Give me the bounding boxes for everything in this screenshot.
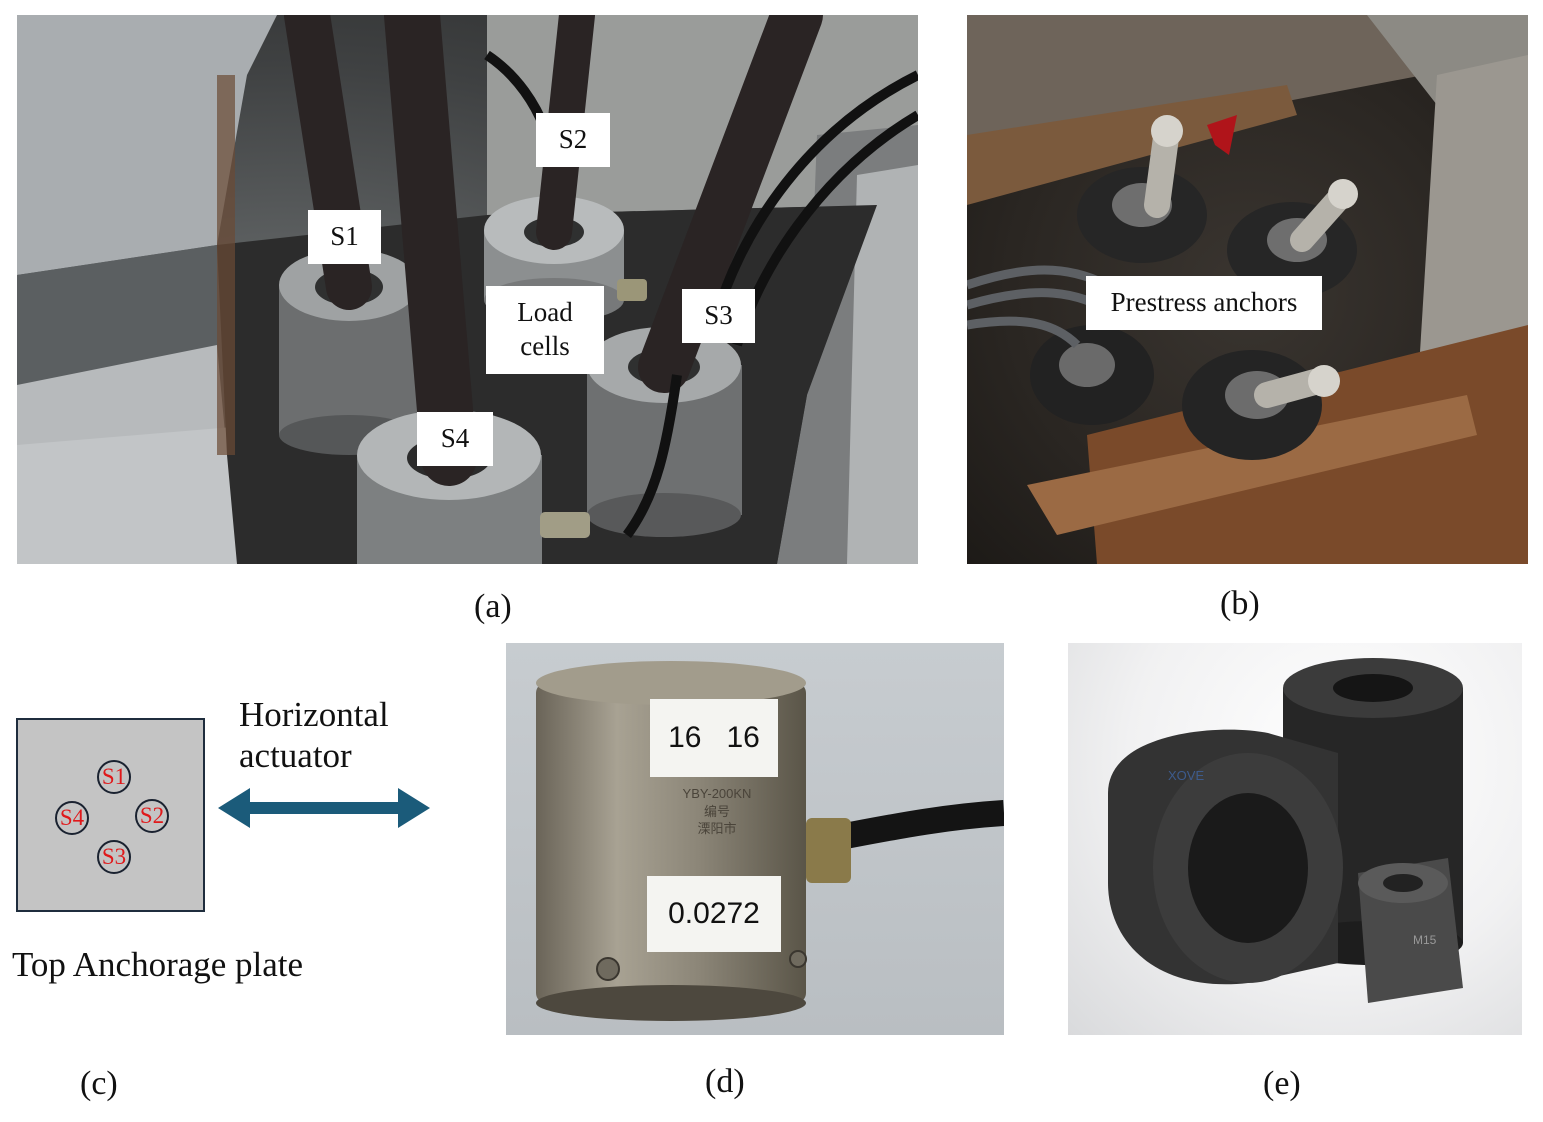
brand-text: XOVE [1168, 768, 1205, 783]
actuator-line2: actuator [239, 736, 352, 776]
actuator-label: Horizontal actuator [239, 694, 389, 777]
engraved-line2: 编号 [703, 803, 730, 819]
actuator-line1: Horizontal [239, 695, 389, 734]
load-cells-line1: Load [517, 297, 573, 328]
load-cells-line2: cells [520, 331, 570, 361]
hole-s3: S3 [97, 840, 131, 874]
caption-d: (d) [705, 1063, 745, 1100]
hole-s1: S1 [97, 760, 131, 794]
photo-anchor-wedges: XOVE M15 [1068, 643, 1522, 1035]
label-s2: S2 [536, 113, 610, 167]
photo-load-cells: S1 S2 S3 S4 Load cells [17, 15, 918, 564]
label-s3: S3 [682, 289, 755, 343]
caption-e: (e) [1263, 1065, 1301, 1102]
label-s1: S1 [308, 210, 381, 264]
marking-text: M15 [1413, 933, 1437, 947]
engraved-line1: YBY-200KN [682, 786, 752, 801]
double-arrow-icon [218, 788, 430, 828]
caption-b: (b) [1220, 585, 1260, 622]
plate-label: Top Anchorage plate [12, 945, 304, 984]
photo-prestress-anchors: Prestress anchors [967, 15, 1528, 564]
top-anchorage-plate [16, 718, 205, 912]
engraved-text: YBY-200KN 编号 溧阳市 [652, 785, 782, 838]
label-load-cells: Load cells [486, 286, 604, 374]
anchor-wedges-illustration [1108, 658, 1463, 1003]
load-cells-illustration [17, 15, 918, 564]
caption-a: (a) [474, 588, 512, 625]
hole-s4: S4 [55, 801, 89, 835]
label-bottom-text: 0.0272 [668, 897, 760, 930]
hole-s2: S2 [135, 799, 169, 833]
label-s4: S4 [417, 412, 493, 466]
caption-c: (c) [80, 1065, 118, 1102]
label-bottom-plate: 0.0272 [647, 876, 781, 952]
engraved-line3: 溧阳市 [697, 821, 737, 837]
label-prestress-anchors: Prestress anchors [1086, 276, 1322, 330]
label-top-text: 16 16 [668, 721, 760, 754]
label-top-plate: 16 16 [650, 699, 778, 777]
photo-load-cell-closeup: 16 16 YBY-200KN 编号 溧阳市 0.0272 [506, 643, 1004, 1035]
